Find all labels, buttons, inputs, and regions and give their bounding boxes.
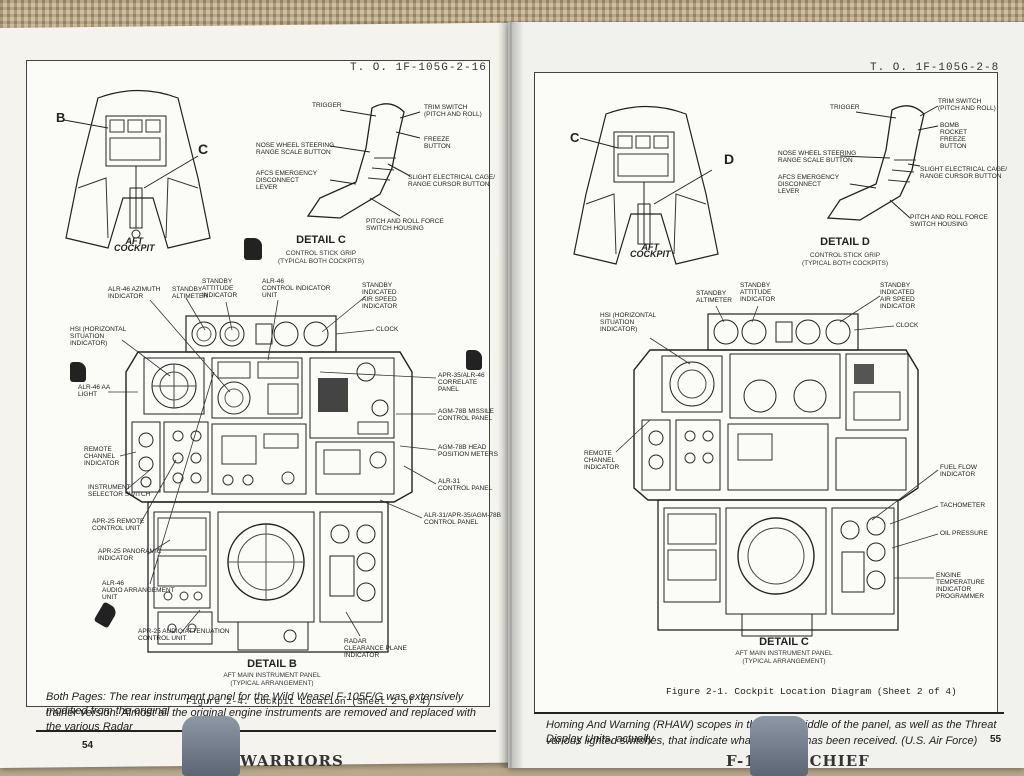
right-stick-slight-electrical: SLIGHT ELECTRICAL CAGE/ RANGE CURSOR BUT…: [920, 166, 1008, 180]
left-leader-lines: [108, 295, 437, 637]
left-detail-c-title: DETAIL C: [296, 234, 346, 246]
right-diagram-frame: [534, 72, 998, 714]
left-label-remote-channel: REMOTE CHANNEL INDICATOR: [84, 446, 120, 467]
page-clip-left: [182, 716, 240, 776]
left-control-stick-drawing: [306, 103, 421, 219]
right-label-clock: CLOCK: [896, 322, 919, 329]
right-to-number: T. O. 1F-105G-2-8: [870, 62, 1000, 74]
right-label-standby-attitude: STANDBY ATTITUDE INDICATOR: [740, 282, 776, 303]
left-stick-pitch-roll: PITCH AND ROLL FORCE SWITCH HOUSING: [366, 218, 444, 232]
left-label-alr31: ALR-31 CONTROL PANEL: [438, 478, 493, 492]
left-detail-b-title: DETAIL B: [247, 658, 297, 670]
right-stick-trim-switch: TRIM SWITCH (PITCH AND ROLL): [938, 98, 996, 112]
left-stick-afcs: AFCS EMERGENCY DISCONNECT LEVER: [256, 170, 318, 191]
left-stick-slight-electrical: SLIGHT ELECTRICAL CAGE/ RANGE CURSOR BUT…: [408, 174, 496, 188]
left-label-alr46-aa: ALR-46 AA LIGHT: [78, 384, 111, 398]
right-label-standby-altimeter: STANDBY ALTIMETER: [696, 290, 732, 304]
left-hand-pointer-icon-4: [466, 350, 482, 370]
left-cockpit-drawing: [63, 89, 211, 249]
left-label-alr46-azimuth: ALR-46 AZIMUTH INDICATOR: [108, 286, 161, 300]
right-control-stick-drawing: [826, 105, 939, 221]
right-label-hsi: HSI (HORIZONTAL SITUATION INDICATOR): [600, 312, 657, 333]
left-instrument-panel-drawing: [125, 315, 413, 653]
left-to-number: T. O. 1F-105G-2-16: [350, 62, 487, 74]
right-label-standby-airspeed: STANDBY INDICATED AIR SPEED INDICATOR: [880, 282, 916, 310]
left-label-agm78-head: AGM-78B HEAD POSITION METERS: [438, 444, 498, 458]
right-label-engine-temp: ENGINE TEMPERATURE INDICATOR PROGRAMMER: [936, 572, 985, 600]
left-stick-freeze-button: FREEZE BUTTON: [424, 136, 451, 150]
right-stick-bomb-button: BOMB ROCKET FREEZE BUTTON: [940, 122, 968, 150]
left-label-alr46-audio: ALR-46 AUDIO ARRANGEMENT UNIT: [102, 580, 175, 601]
right-cockpit-label: AFT COCKPIT: [630, 242, 671, 259]
page-clip-right: [750, 716, 808, 776]
right-stick-pitch-roll: PITCH AND ROLL FORCE SWITCH HOUSING: [910, 214, 988, 228]
right-stick-trigger: TRIGGER: [830, 104, 860, 111]
left-label-alr31-apr35: ALR-31/APR-35/AGM-78B CONTROL PANEL: [424, 512, 501, 526]
left-page-number: 54: [82, 740, 94, 751]
right-cockpit-drawing: [573, 105, 719, 265]
left-stick-trigger: TRIGGER: [312, 102, 342, 109]
right-stick-nose-wheel: NOSE WHEEL STEERING RANGE SCALE BUTTON: [778, 150, 857, 164]
right-label-tachometer: TACHOMETER: [940, 502, 986, 509]
left-label-apr25-panoramic: APR-25 PANORAMIC INDICATOR: [98, 548, 162, 562]
left-label-apr25-remote: APR-25 REMOTE CONTROL UNIT: [92, 518, 145, 532]
right-leader-lines: [615, 295, 939, 579]
left-hand-pointer-icon: [244, 238, 262, 260]
right-footer-rule: [534, 712, 1004, 714]
left-footer-band: WARRIORS: [240, 752, 344, 770]
right-label-oil-pressure: OIL PRESSURE: [940, 530, 988, 537]
left-label-radar-clearance: RADAR CLEARANCE PLANE INDICATOR: [344, 638, 407, 659]
right-page-number: 55: [990, 734, 1002, 745]
left-label-clock: CLOCK: [376, 326, 399, 333]
book-gutter: [498, 22, 524, 768]
right-cockpit-letter-d: D: [724, 151, 735, 167]
left-cockpit-letter-c: C: [198, 141, 209, 157]
right-label-fuel-flow: FUEL FLOW INDICATOR: [940, 464, 977, 478]
left-cockpit-letter-b: B: [56, 110, 66, 125]
left-label-instrument-selector: INSTRUMENT SELECTOR SWITCH: [88, 484, 151, 498]
right-cockpit-letter-c: C: [570, 130, 580, 145]
right-figure-caption: Figure 2-1. Cockpit Location Diagram (Sh…: [666, 686, 957, 697]
left-footer-rule: [36, 730, 496, 732]
left-label-apr35-correlate: APR-35/ALR-46 CORRELATE PANEL: [438, 372, 485, 393]
right-detail-c-title: DETAIL C: [759, 636, 809, 648]
right-detail-d-sub: CONTROL STICK GRIP (TYPICAL BOTH COCKPIT…: [801, 252, 889, 267]
left-hand-pointer-icon-2: [70, 362, 86, 382]
right-instrument-panel-drawing: [633, 313, 919, 637]
left-cockpit-label: AFT COCKPIT: [114, 236, 155, 253]
right-detail-c-sub: AFT MAIN INSTRUMENT PANEL (TYPICAL ARRAN…: [735, 650, 833, 665]
right-detail-d-title: DETAIL D: [820, 236, 870, 248]
left-label-standby-altimeter: STANDBY ALTIMETER: [172, 286, 208, 300]
right-stick-afcs: AFCS EMERGENCY DISCONNECT LEVER: [778, 174, 840, 195]
left-label-agm78-missile: AGM-78B MISSILE CONTROL PANEL: [438, 408, 494, 422]
left-detail-b-sub: AFT MAIN INSTRUMENT PANEL (TYPICAL ARRAN…: [223, 672, 321, 687]
left-label-standby-airspeed: STANDBY INDICATED AIR SPEED INDICATOR: [362, 282, 398, 310]
left-stick-trim-switch: TRIM SWITCH (PITCH AND ROLL): [424, 104, 482, 118]
left-body-text-1: Both Pages: The rear instrument panel fo…: [46, 691, 464, 717]
left-label-hsi: HSI (HORIZONTAL SITUATION INDICATOR): [70, 326, 127, 347]
left-label-alr46-control: ALR-46 CONTROL INDICATOR UNIT: [262, 278, 331, 299]
left-stick-nose-wheel: NOSE WHEEL STEERING RANGE SCALE BUTTON: [256, 142, 335, 156]
left-label-standby-attitude: STANDBY ATTITUDE INDICATOR: [202, 278, 238, 299]
right-label-remote-channel: REMOTE CHANNEL INDICATOR: [584, 450, 620, 471]
left-detail-c-sub: CONTROL STICK GRIP (TYPICAL BOTH COCKPIT…: [277, 250, 365, 265]
left-figure-caption: Figure 2-4. Cockpit Location (Sheet 2 of…: [186, 696, 432, 707]
left-label-apr25-audio: APR-25 AUDIO/ATTENUATION CONTROL UNIT: [138, 628, 230, 642]
